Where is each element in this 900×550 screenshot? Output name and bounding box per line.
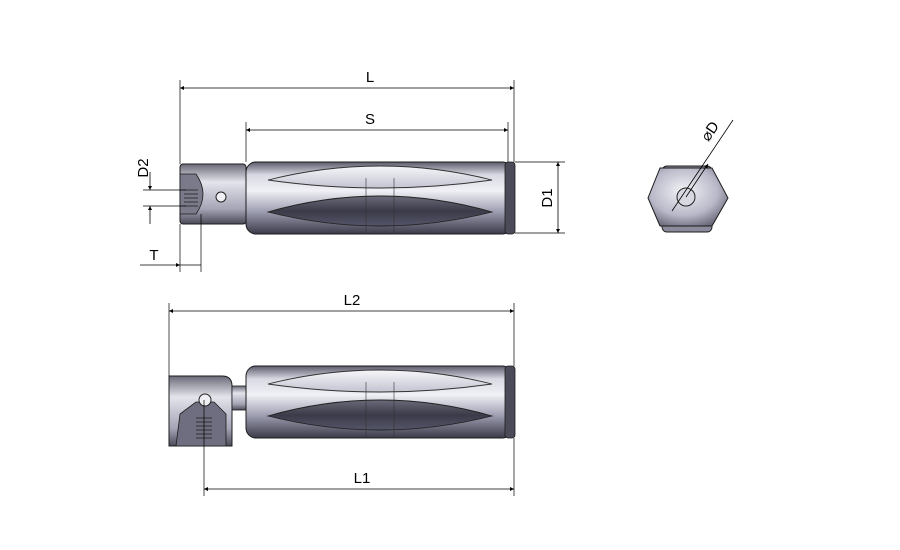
label-D2: D2 [135,158,152,177]
label-L1: L1 [354,470,371,487]
side-grip-insert-light [267,369,493,393]
dimension-D2: D2 [135,158,186,224]
top-view-handle [179,161,516,235]
dimension-L: L [179,69,515,164]
dimension-S: S [245,111,509,162]
side-view-handle [168,365,516,447]
side-socket [175,401,227,447]
label-L: L [366,69,374,86]
end-view: ⌀D [647,118,734,233]
side-pin-hole [198,393,212,407]
thread-lines [184,189,198,207]
dimension-T: T [140,214,202,272]
dimension-L2: L2 [168,292,515,376]
grip-insert-dark [266,195,494,227]
side-grip-insert-dark [266,399,494,431]
dimension-D1: D1 [515,161,565,234]
label-T: T [149,247,158,264]
label-L2: L2 [344,292,361,309]
label-D1: D1 [539,188,556,207]
pin-hole [215,191,227,203]
side-end-cap [504,365,516,439]
end-cap [504,161,516,235]
dimension-L1: L1 [203,400,515,496]
label-S: S [365,111,375,128]
grip-insert-light [267,165,493,189]
